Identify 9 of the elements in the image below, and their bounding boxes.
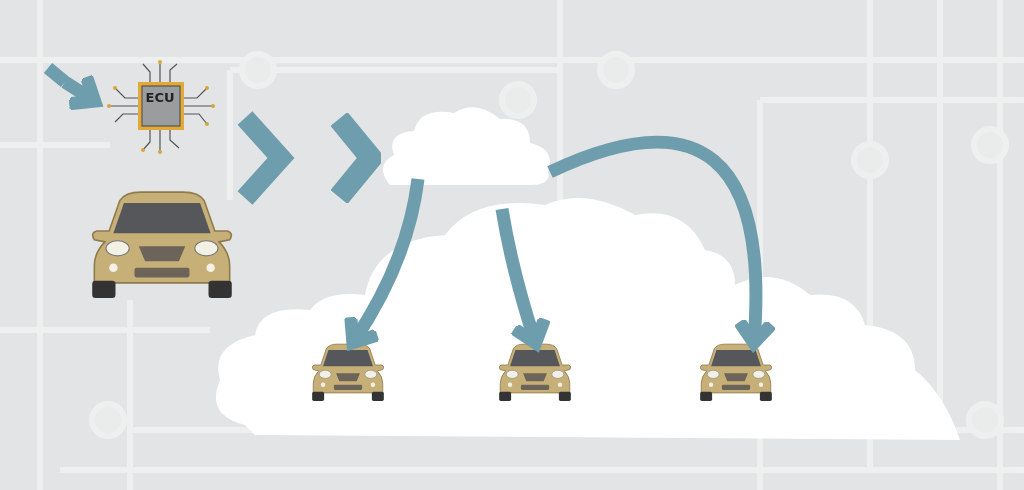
curved-arrow	[547, 135, 778, 350]
curved-arrow	[343, 178, 425, 350]
car-drawing	[698, 343, 774, 401]
chip-label: ECU	[144, 90, 176, 106]
curved-arrow	[495, 207, 552, 350]
chevron-arrow	[41, 61, 102, 111]
car-drawing	[497, 343, 573, 401]
car-drawing	[310, 343, 386, 401]
ecu-chip	[105, 58, 217, 154]
